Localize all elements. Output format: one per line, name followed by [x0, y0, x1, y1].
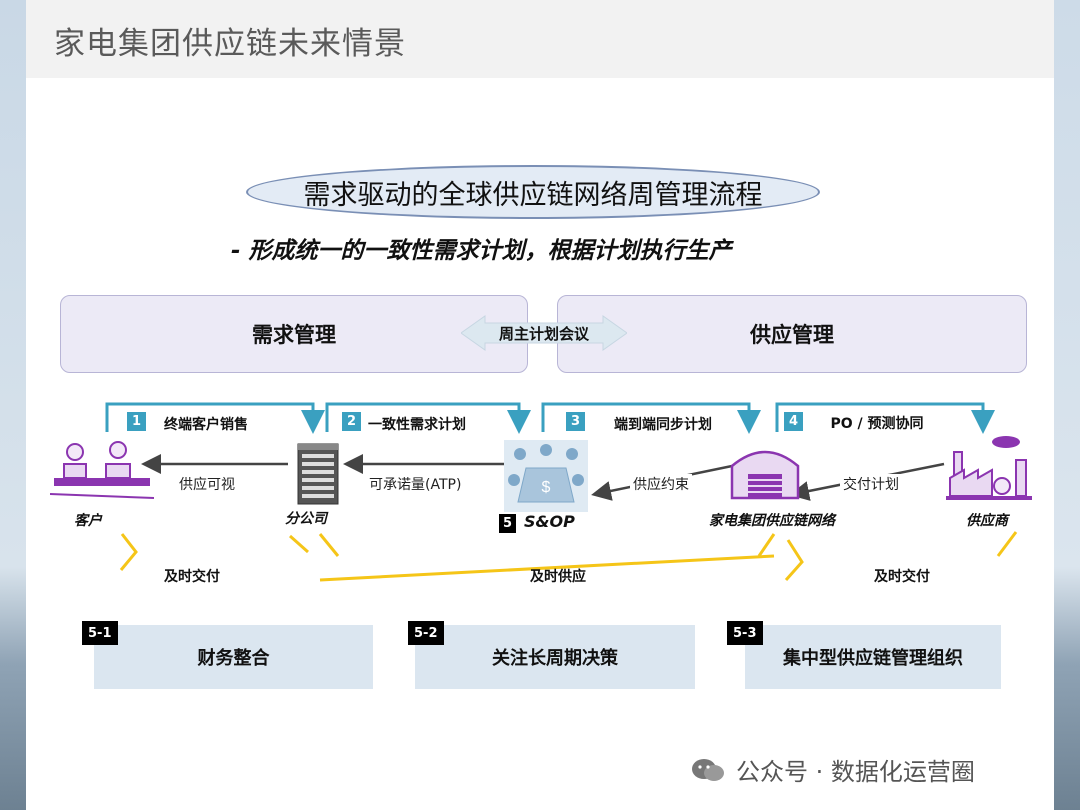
sub-tag-5-1: 5-1 [82, 621, 118, 645]
ontime-delivery-left: 及时交付 [164, 566, 220, 586]
wechat-icon [690, 757, 726, 783]
ontime-arrow-customer [121, 534, 136, 570]
step-1-number: 1 [127, 412, 146, 431]
supplier-factory-icon [946, 434, 1032, 506]
step-3-number: 3 [566, 412, 585, 431]
delivery-plan-label: 交付计划 [840, 474, 902, 494]
branch-office-building-icon [292, 438, 344, 506]
ontime-arrow-branch-right [320, 534, 338, 556]
sop-label: S&OP [524, 512, 575, 531]
sub-box-long-cycle-label: 关注长周期决策 [492, 644, 618, 670]
step-2-number: 2 [342, 412, 361, 431]
step-4-number: 4 [784, 412, 803, 431]
ontime-arrow-branch-left [290, 536, 308, 552]
watermark-text: 公众号 · 数据化运营圈 [736, 752, 975, 787]
background-left-strip [0, 0, 26, 810]
customer-icon [50, 436, 154, 506]
sub-box-finance-label: 财务整合 [198, 644, 270, 670]
step-1-label: 终端客户销售 [160, 414, 252, 434]
sub-tag-5-2: 5-2 [408, 621, 444, 645]
step-3-label: 端到端同步计划 [610, 414, 716, 434]
sub-tag-5-3: 5-3 [727, 621, 763, 645]
supply-constraint-label: 供应约束 [630, 474, 692, 494]
ontime-arrow-network-up [759, 534, 774, 556]
ontime-arrow-supplier [998, 532, 1016, 556]
step-4-label: PO / 预测协同 [818, 414, 936, 434]
sub-box-finance: 财务整合 [94, 625, 373, 689]
visibility-label: 供应可视 [176, 474, 238, 494]
customer-label: 客户 [74, 510, 102, 530]
ontime-arrow-network-right [786, 540, 802, 580]
sub-box-central-org: 集中型供应链管理组织 [745, 625, 1001, 689]
branch-office-label: 分公司 [285, 508, 327, 528]
atp-label: 可承诺量(ATP) [366, 474, 464, 494]
sop-number: 5 [499, 514, 516, 533]
background-right-strip [1054, 0, 1080, 810]
step-2-label: 一致性需求计划 [364, 414, 470, 434]
supplier-label: 供应商 [966, 510, 1008, 530]
ontime-supply-middle: 及时供应 [530, 566, 586, 586]
svg-text:$: $ [542, 479, 551, 496]
supply-network-label: 家电集团供应链网络 [709, 510, 835, 530]
watermark: 公众号 · 数据化运营圈 [690, 752, 975, 787]
sop-meeting-icon: $ [504, 440, 588, 512]
sub-box-central-org-label: 集中型供应链管理组织 [783, 644, 963, 670]
supply-network-warehouse-icon [728, 444, 802, 500]
slide: 家电集团供应链未来情景 需求驱动的全球供应链网络周管理流程 - 形成统一的一致性… [26, 0, 1054, 810]
ontime-delivery-right: 及时交付 [874, 566, 930, 586]
sub-box-long-cycle: 关注长周期决策 [415, 625, 695, 689]
